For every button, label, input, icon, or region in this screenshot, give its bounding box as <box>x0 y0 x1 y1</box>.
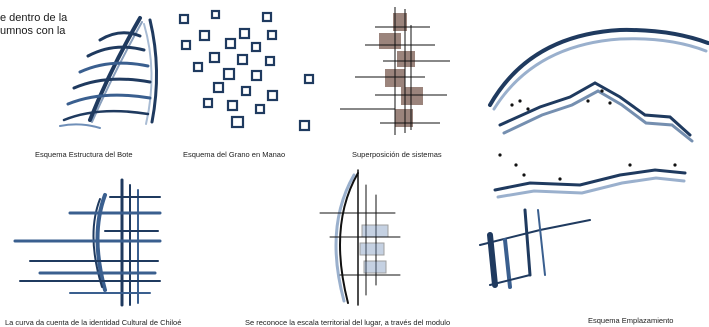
intro-line-1: e dentro de la <box>0 12 68 24</box>
curve-identity-sketch <box>13 178 162 307</box>
caption-systems: Superposición de sistemas <box>352 150 442 159</box>
intro-line-2: umnos con la <box>0 25 66 37</box>
site-placement-sketch <box>479 27 709 289</box>
caption-grain: Esquema del Grano en Manao <box>183 150 286 159</box>
intro-text: e dentro de la umnos con la <box>0 12 67 38</box>
systems-overlap-sketch <box>340 7 450 135</box>
caption-scale: Se reconoce la escala territorial del lu… <box>245 318 451 327</box>
boat-structure-sketch <box>59 16 159 129</box>
caption-boat: Esquema Estructura del Bote <box>35 150 133 159</box>
caption-site: Esquema Emplazamiento <box>588 316 674 325</box>
grain-sketch <box>178 9 315 132</box>
caption-curve: La curva da cuenta de la identidad Cultu… <box>5 318 182 327</box>
territorial-scale-sketch <box>319 169 401 306</box>
